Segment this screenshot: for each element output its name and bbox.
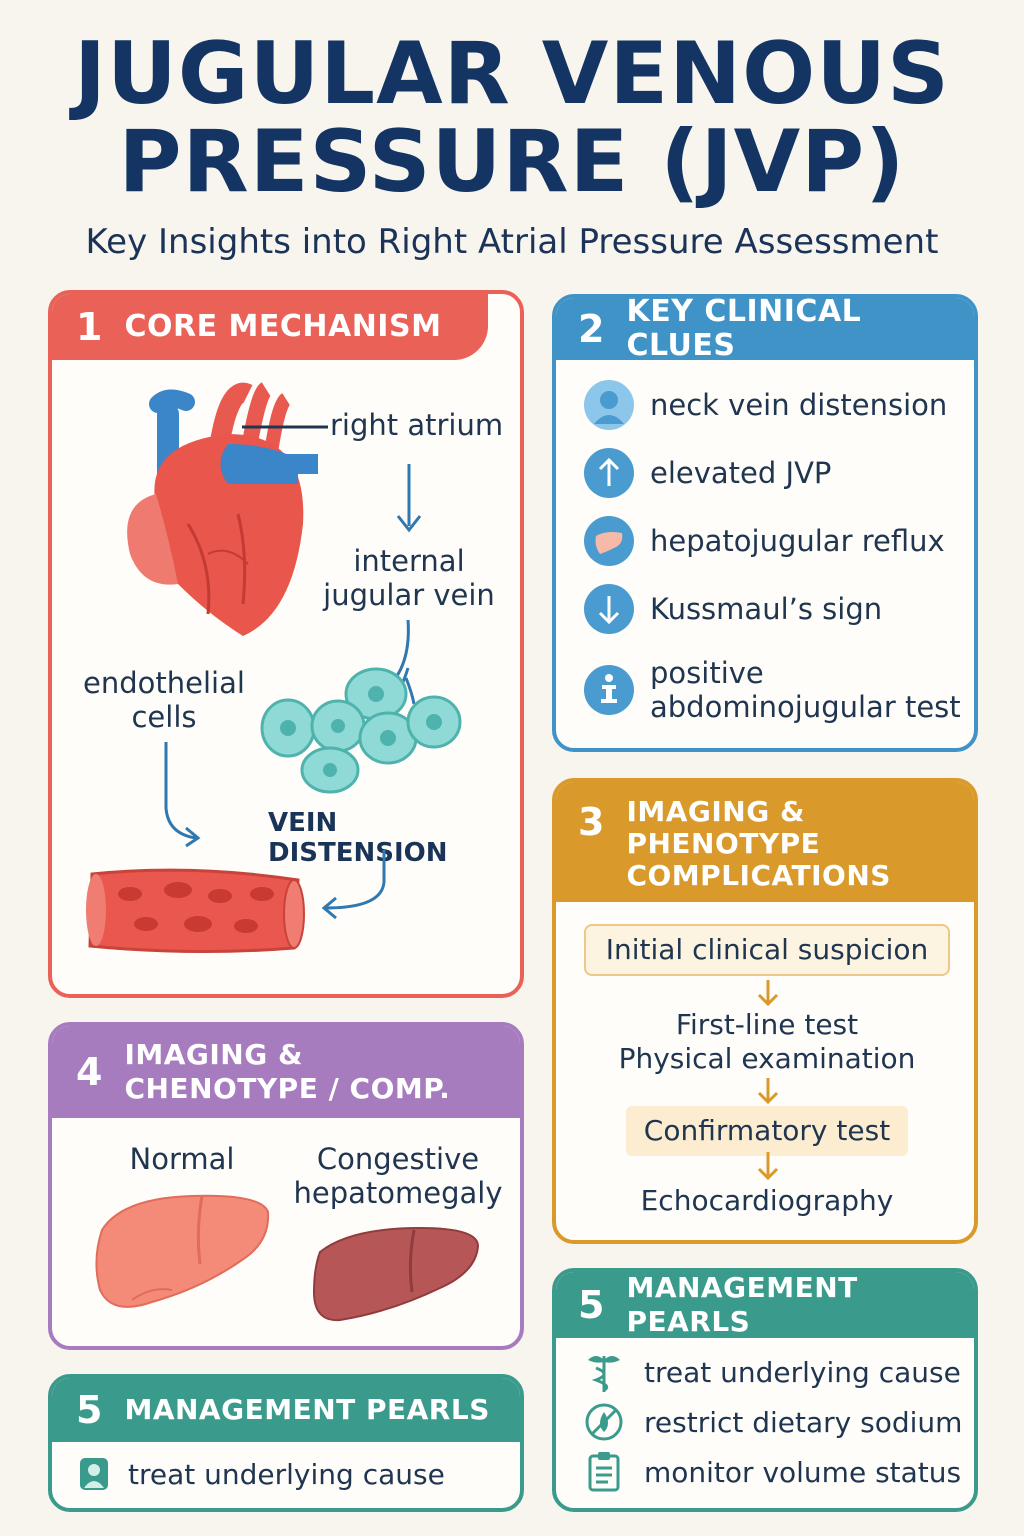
- normal-liver-icon: [95, 1194, 270, 1308]
- vein-distension-label: VEIN DISTENSION: [268, 808, 448, 868]
- clipboard-icon: [588, 1452, 620, 1492]
- clue-item: positive abdominojugular test: [584, 656, 961, 724]
- clue-item: Kussmaul’s sign: [584, 584, 882, 634]
- congestive-line1: Congestive: [316, 1142, 480, 1176]
- right-atrium-label: right atrium: [330, 408, 504, 442]
- arrow-up-icon: [584, 448, 634, 498]
- title-line: PHENOTYPE: [626, 827, 821, 860]
- section-number: 5: [76, 1388, 103, 1432]
- endothelial-cells-icon: [260, 667, 462, 794]
- caduceus-icon: [588, 1356, 620, 1392]
- title-line: IMAGING &: [124, 1038, 303, 1071]
- first-line-test: First-line test Physical examination: [574, 1008, 960, 1076]
- pointer-line: [242, 425, 328, 429]
- title-line: COMPLICATIONS: [626, 859, 891, 892]
- section-number: 3: [578, 800, 605, 844]
- endothelial-label: endothelial cells: [74, 666, 254, 734]
- management-label: treat underlying cause: [128, 1457, 445, 1491]
- clue-label: Kussmaul’s sign: [650, 592, 883, 626]
- management-label: restrict dietary sodium: [644, 1405, 963, 1439]
- section-number: 2: [578, 307, 605, 351]
- management-item: treat underlying cause: [78, 1456, 445, 1492]
- page-subtitle: Key Insights into Right Atrial Pressure …: [85, 222, 939, 262]
- title-line: CHENOTYPE / COMP.: [124, 1072, 451, 1105]
- page-title: JUGULAR VENOUS PRESSURE (JVP): [0, 30, 1024, 206]
- first-line-test-label: First-line test: [675, 1008, 859, 1041]
- clue-label: neck vein distension: [650, 388, 948, 422]
- section-number: 5: [578, 1283, 605, 1327]
- section-title: MANAGEMENT PEARLS: [124, 1393, 490, 1426]
- congestive-line2: hepatomegaly: [293, 1176, 503, 1210]
- core-mechanism-card: 1 CORE MECHANISM right atrium internal j…: [48, 290, 524, 998]
- person-icon: [584, 380, 634, 430]
- management-label: treat underlying cause: [644, 1355, 961, 1389]
- section-number: 1: [76, 305, 103, 349]
- section-title: KEY CLINICAL CLUES: [626, 294, 862, 363]
- clue-label-line2: abdominojugular test: [650, 690, 961, 724]
- management-item: restrict dietary sodium: [582, 1400, 962, 1444]
- management-item: monitor volume status: [582, 1450, 961, 1494]
- no-salt-icon: [585, 1403, 623, 1441]
- arrow-down-icon: [396, 464, 422, 533]
- congestive-liver-icon: [312, 1226, 480, 1322]
- clue-label: hepatojugular reflux: [650, 524, 945, 558]
- clinical-clues-header: 2 KEY CLINICAL CLUES: [556, 294, 974, 363]
- section-title: IMAGING & PHENOTYPE COMPLICATIONS: [626, 796, 890, 892]
- clue-label: elevated JVP: [650, 456, 832, 490]
- section-title: IMAGING & CHENOTYPE / COMP.: [124, 1038, 450, 1106]
- abdomen-test-icon: [584, 665, 634, 715]
- phenotype-header: 4 IMAGING & CHENOTYPE / COMP.: [52, 1026, 520, 1118]
- clue-item: elevated JVP: [584, 448, 831, 498]
- congestive-label: Congestive hepatomegaly: [292, 1142, 504, 1210]
- section-title: CORE MECHANISM: [124, 309, 442, 344]
- clue-item: neck vein distension: [584, 380, 947, 430]
- management-pearls-card-left: 5 MANAGEMENT PEARLS treat underlying cau…: [48, 1374, 524, 1512]
- heart-icon: [127, 382, 318, 636]
- core-mechanism-header: 1 CORE MECHANISM: [52, 294, 488, 360]
- internal-jugular-line1: internal: [353, 544, 465, 578]
- internal-jugular-line2: jugular vein: [323, 578, 495, 612]
- initial-suspicion-box: Initial clinical suspicion: [584, 924, 950, 976]
- internal-jugular-label: internal jugular vein: [314, 544, 504, 612]
- curved-arrow-icon: [164, 742, 201, 848]
- clue-item: hepatojugular reflux: [584, 516, 945, 566]
- management-label: monitor volume status: [644, 1455, 962, 1489]
- clinical-clues-card: 2 KEY CLINICAL CLUES neck vein distensio…: [552, 294, 978, 752]
- vein-segment-icon: [86, 868, 305, 954]
- title-line: IMAGING &: [626, 795, 805, 828]
- phenotype-card: 4 IMAGING & CHENOTYPE / COMP. Normal Con…: [48, 1022, 524, 1350]
- endothelial-line2: cells: [131, 700, 197, 734]
- flow-arrow-icon: [757, 980, 779, 1007]
- flow-arrow-icon: [757, 1152, 779, 1181]
- imaging-card: 3 IMAGING & PHENOTYPE COMPLICATIONS Init…: [552, 778, 978, 1244]
- flow-arrow-icon: [757, 1078, 779, 1105]
- clue-label: positive abdominojugular test: [650, 656, 961, 724]
- management-header: 5 MANAGEMENT PEARLS: [52, 1378, 520, 1442]
- physical-exam-label: Physical examination: [618, 1042, 916, 1075]
- title-line-2: PRESSURE (JVP): [118, 112, 906, 212]
- return-arrow-icon: [321, 850, 386, 920]
- person-badge-icon: [80, 1458, 108, 1490]
- liver-icon: [584, 516, 634, 566]
- normal-label: Normal: [129, 1142, 235, 1176]
- management-pearls-card-right: 5 MANAGEMENT PEARLS treat underlying cau…: [552, 1268, 978, 1512]
- section-number: 4: [76, 1050, 103, 1094]
- title-line-1: JUGULAR VENOUS: [74, 24, 950, 124]
- management-header: 5 MANAGEMENT PEARLS: [556, 1272, 974, 1338]
- section-title: MANAGEMENT PEARLS: [626, 1271, 858, 1338]
- clue-label-line1: positive: [650, 656, 764, 690]
- arrow-down-icon: [584, 584, 634, 634]
- echocardiography-label: Echocardiography: [640, 1184, 894, 1217]
- confirmatory-test-box: Confirmatory test: [626, 1106, 908, 1156]
- imaging-header: 3 IMAGING & PHENOTYPE COMPLICATIONS: [556, 782, 974, 902]
- endothelial-line1: endothelial: [83, 666, 245, 700]
- management-item: treat underlying cause: [582, 1350, 961, 1394]
